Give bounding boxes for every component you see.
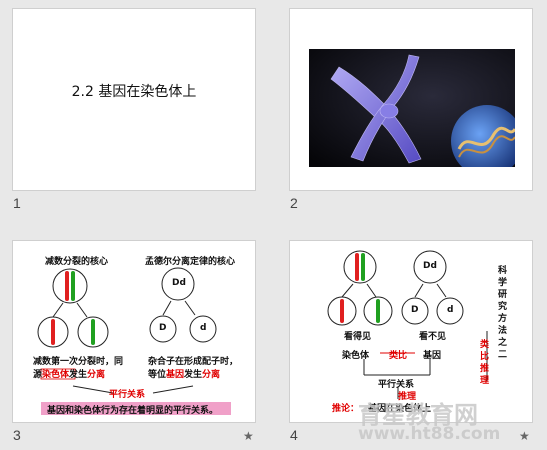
meiosis-diagram xyxy=(37,267,217,394)
watermark-url: www.ht88.com xyxy=(358,424,501,444)
text-meiosis-1: 减数第一次分裂时，同 xyxy=(33,357,124,367)
inference-word: 推理 xyxy=(398,392,417,402)
heading-mendel: 孟德尔分离定律的核心 xyxy=(145,257,236,267)
conclusion-highlight xyxy=(41,402,231,415)
chromosome-dna-image xyxy=(309,49,515,167)
keyword-separation: 分离 xyxy=(87,370,106,380)
text-fragment: 源 xyxy=(33,370,43,380)
keyword-separation: 分离 xyxy=(202,370,221,380)
label-invisible: 看不见 xyxy=(419,332,447,342)
label-visible: 看得见 xyxy=(344,332,372,342)
label-d-upper: D xyxy=(411,305,419,315)
analogy-diagram xyxy=(327,250,488,399)
label-d-upper: D xyxy=(159,323,167,333)
slide-thumbnail-4[interactable]: Dd D d 看得见 看不见 染色体 类比 基因 平行关系 推论： 推理 基因在… xyxy=(289,240,533,423)
keyword-chromosome: 染色体 xyxy=(42,370,70,380)
animation-star-icon: ★ xyxy=(243,429,254,443)
parallel-relation: 平行关系 xyxy=(109,390,146,400)
inference-text: 基因在染色体上 xyxy=(368,404,432,414)
slide-number-2: 2 xyxy=(290,195,298,211)
text-meiosis-2: 源染色体发生分离 xyxy=(33,367,105,380)
label-analogy: 类比 xyxy=(389,351,408,361)
keyword-gene: 基因 xyxy=(166,370,185,380)
side-title: 科学研究方法之二 xyxy=(498,266,508,360)
parallel-relation: 平行关系 xyxy=(378,380,415,390)
heading-meiosis: 减数分裂的核心 xyxy=(45,257,109,267)
label-dd: Dd xyxy=(172,278,186,288)
inference-label: 推论： xyxy=(332,404,360,414)
slide-number-4: 4 xyxy=(290,427,298,443)
slide-number-1: 1 xyxy=(13,195,21,211)
label-d-lower: d xyxy=(447,305,454,315)
slide-thumbnail-3[interactable]: 减数分裂的核心 孟德尔分离定律的核心 Dd D d 减数第一次分裂时，同 源染色… xyxy=(12,240,256,423)
label-chromosome: 染色体 xyxy=(342,351,370,361)
text-fragment: 发生 xyxy=(69,370,88,380)
conclusion-text: 基因和染色体行为存在着明显的平行关系。 xyxy=(47,406,219,416)
side-method: 类比推理 xyxy=(480,340,490,386)
slide-title: 2.2 基因在染色体上 xyxy=(71,84,197,100)
watermark-logo-text: 育星教育网 xyxy=(358,401,478,429)
slide-thumbnail-2[interactable] xyxy=(289,8,533,191)
label-dd: Dd xyxy=(423,261,437,271)
label-d-lower: d xyxy=(200,323,207,333)
text-fragment: 等位 xyxy=(148,370,167,380)
text-mendel-1: 杂合子在形成配子时， xyxy=(148,357,239,367)
text-mendel-2: 等位基因发生分离 xyxy=(148,367,220,380)
slide-number-3: 3 xyxy=(13,427,21,443)
slide-thumbnail-1[interactable]: 2.2 基因在染色体上 xyxy=(12,8,256,191)
label-gene: 基因 xyxy=(423,351,442,361)
text-fragment: 发生 xyxy=(184,370,203,380)
animation-star-icon: ★ xyxy=(519,429,530,443)
